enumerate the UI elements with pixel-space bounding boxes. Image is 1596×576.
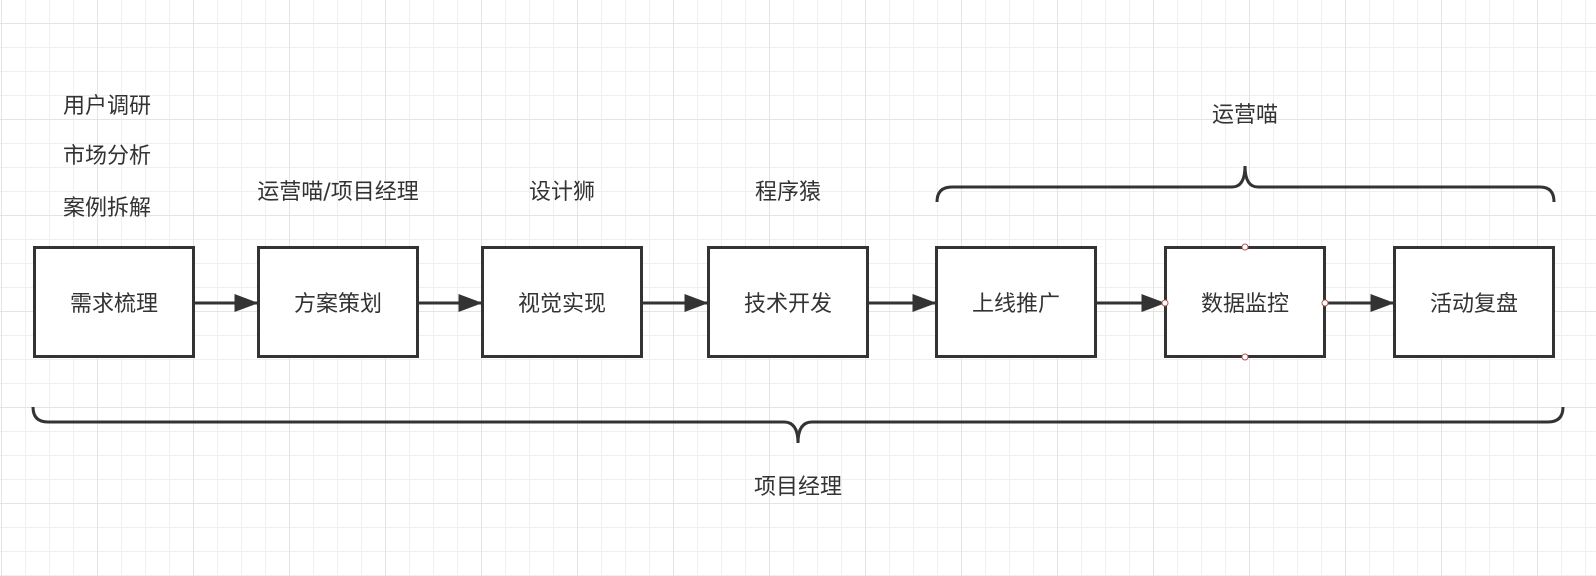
step-box-development[interactable]: 技术开发 <box>707 246 869 358</box>
brace-bottom-label: 项目经理 <box>753 475 843 500</box>
step-box-review[interactable]: 活动复盘 <box>1393 246 1555 358</box>
step-box-planning[interactable]: 方案策划 <box>257 246 419 358</box>
connection-point-bottom[interactable] <box>1241 353 1249 361</box>
step-label: 技术开发 <box>743 292 832 317</box>
connection-point-left[interactable] <box>1161 299 1169 307</box>
role-label-step2: 运营喵/项目经理 <box>257 180 419 205</box>
role-label-step3: 设计狮 <box>528 180 596 205</box>
step-label: 方案策划 <box>293 292 382 317</box>
step-box-monitoring[interactable]: 数据监控 <box>1164 246 1326 358</box>
note-user-research: 用户调研 <box>63 94 152 119</box>
step-label: 需求梳理 <box>69 292 158 317</box>
brace-top[interactable] <box>935 165 1556 203</box>
step-label: 数据监控 <box>1200 292 1289 317</box>
role-label-step4: 程序猿 <box>754 180 822 205</box>
step-box-visual[interactable]: 视觉实现 <box>481 246 643 358</box>
note-market-analysis: 市场分析 <box>63 144 152 169</box>
brace-bottom[interactable] <box>31 406 1565 444</box>
connection-point-right[interactable] <box>1321 299 1329 307</box>
connection-point-top[interactable] <box>1241 243 1249 251</box>
step-label: 上线推广 <box>971 292 1060 317</box>
step-box-launch[interactable]: 上线推广 <box>935 246 1097 358</box>
step-label: 视觉实现 <box>517 292 606 317</box>
brace-top-label: 运营喵 <box>1211 103 1279 128</box>
step-label: 活动复盘 <box>1429 292 1518 317</box>
note-case-breakdown: 案例拆解 <box>63 196 152 221</box>
step-box-requirements[interactable]: 需求梳理 <box>33 246 195 358</box>
